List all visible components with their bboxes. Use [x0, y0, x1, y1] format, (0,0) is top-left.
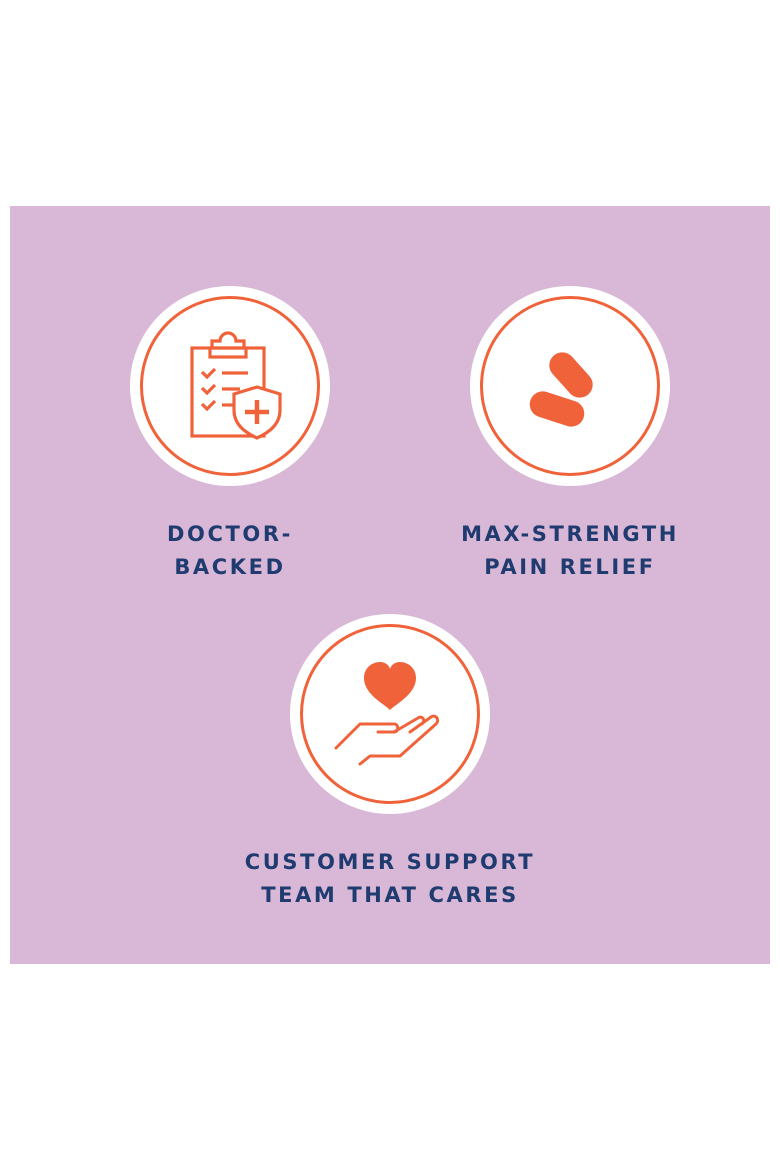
feature-label: CUSTOMER SUPPORT TEAM THAT CARES [230, 846, 550, 912]
clipboard-shield-icon [190, 331, 282, 440]
label-line: MAX-STRENGTH [461, 522, 679, 546]
heart-hand-icon [334, 662, 440, 766]
heart [364, 662, 416, 710]
label-line: TEAM THAT CARES [261, 883, 519, 907]
feature-customer-support: CUSTOMER SUPPORT TEAM THAT CARES [230, 614, 550, 912]
badge-ring [480, 296, 660, 476]
pill-bottom [529, 391, 585, 427]
pill-top [549, 352, 593, 398]
feature-badge [130, 286, 330, 486]
badge-ring [140, 296, 320, 476]
feature-badge [290, 614, 490, 814]
label-line: DOCTOR- [167, 522, 293, 546]
pills-icon [529, 352, 593, 427]
feature-max-strength: MAX-STRENGTH PAIN RELIEF [410, 286, 730, 584]
label-line: CUSTOMER SUPPORT [244, 850, 536, 874]
label-line: PAIN RELIEF [484, 555, 656, 579]
badge-ring [300, 624, 480, 804]
feature-label: DOCTOR- BACKED [70, 518, 390, 584]
feature-badge [470, 286, 670, 486]
feature-doctor-backed: DOCTOR- BACKED [70, 286, 390, 584]
label-line: BACKED [174, 555, 286, 579]
features-panel: DOCTOR- BACKED MAX-STRENGTH PAIN RELIEF [10, 206, 770, 964]
feature-label: MAX-STRENGTH PAIN RELIEF [410, 518, 730, 584]
